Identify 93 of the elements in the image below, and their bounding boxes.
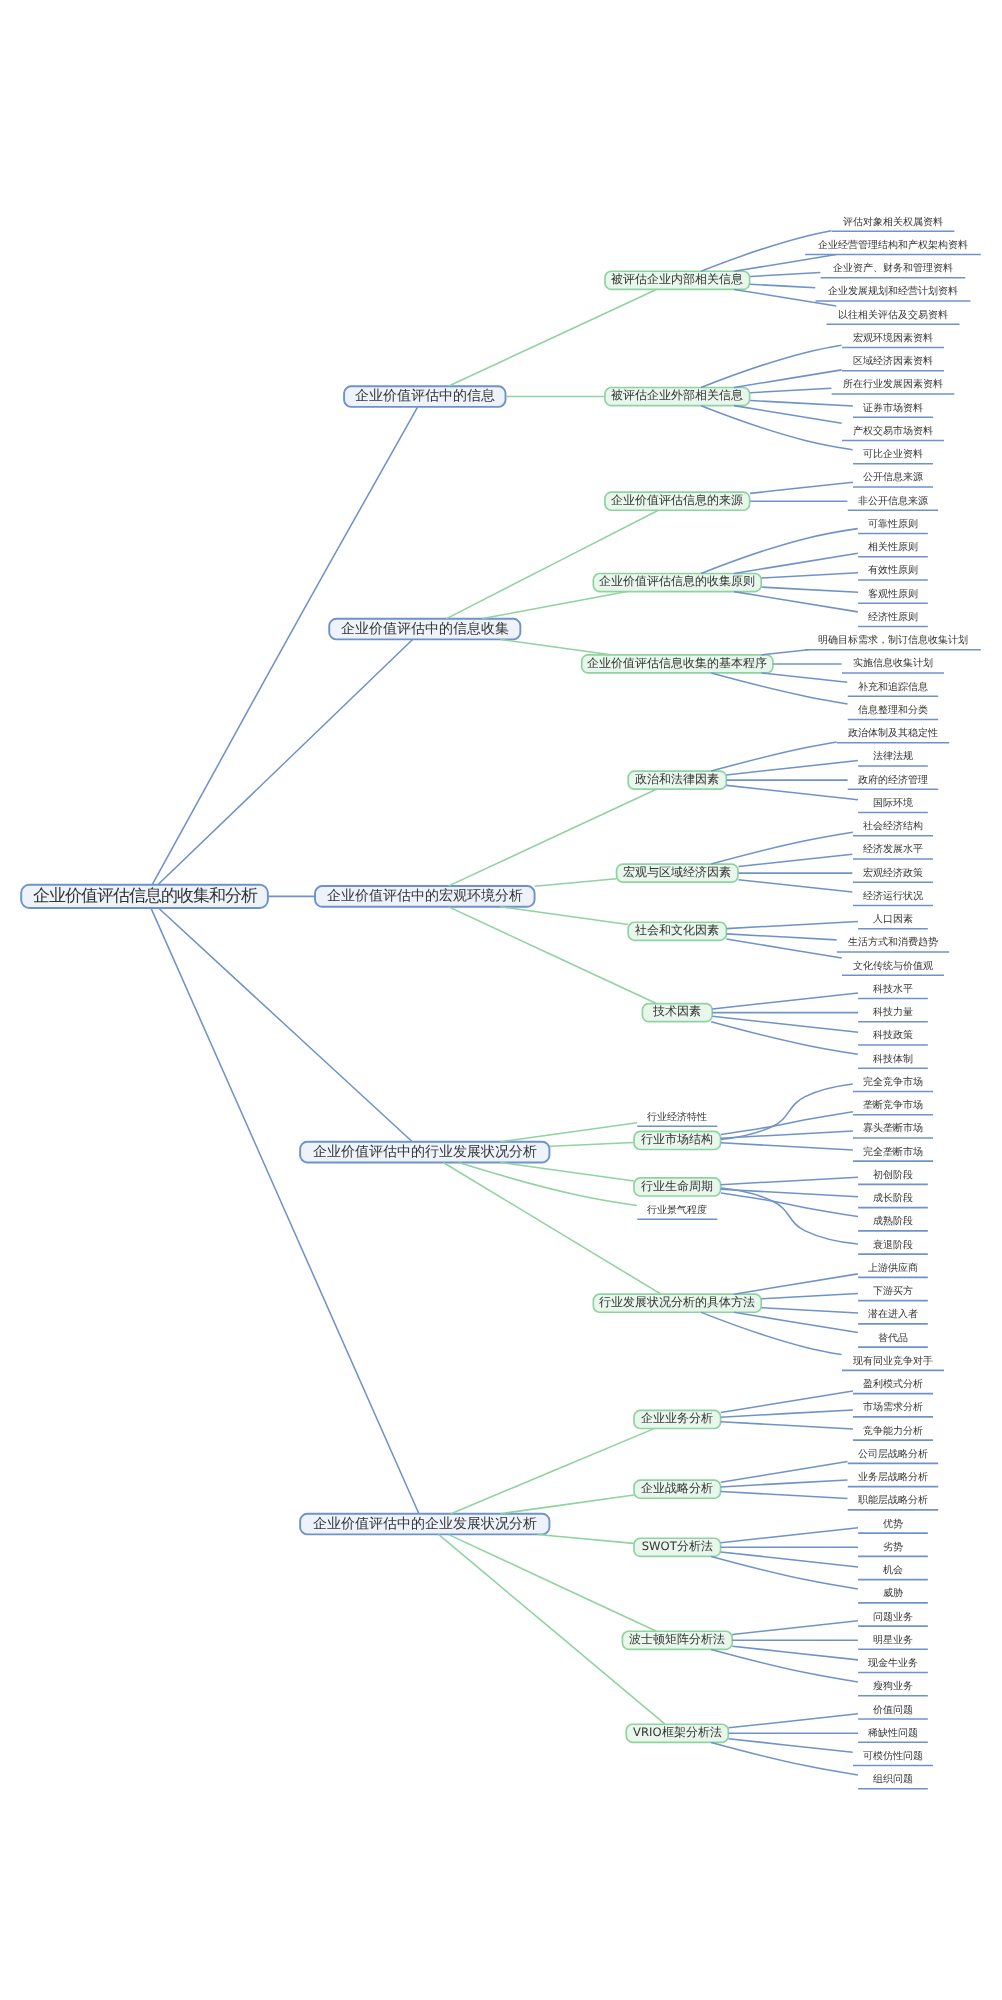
connector: [710, 1647, 859, 1682]
connector: [733, 252, 837, 272]
connector: [749, 499, 849, 501]
connector: [505, 394, 606, 397]
connector: [457, 1160, 638, 1206]
connector: [725, 937, 843, 958]
connector: [710, 830, 854, 864]
connector: [700, 228, 833, 271]
connector: [727, 1736, 854, 1753]
connector: [719, 1408, 854, 1417]
connector: [733, 589, 859, 612]
connector: [749, 282, 816, 288]
connector: [737, 871, 854, 873]
connector: [749, 480, 854, 494]
connector: [719, 1489, 849, 1499]
connector: [150, 906, 420, 1514]
connector: [499, 637, 612, 655]
connector: [719, 1187, 859, 1197]
connector: [725, 783, 859, 800]
connector: [481, 589, 629, 619]
connector: [437, 1532, 666, 1724]
connector: [719, 1389, 854, 1413]
connector: [710, 671, 849, 704]
connector: [760, 1305, 859, 1313]
connector: [711, 1010, 859, 1013]
connector: [499, 1493, 635, 1514]
connector: [737, 852, 854, 867]
connector: [720, 1109, 854, 1135]
connector: [772, 662, 843, 664]
connector: [725, 932, 838, 940]
connector: [719, 1129, 854, 1138]
connector: [450, 1426, 655, 1514]
connector: [733, 551, 859, 574]
connector: [760, 570, 859, 578]
connector: [727, 1711, 859, 1728]
connector: [447, 787, 658, 886]
connector: [725, 919, 859, 929]
connector: [725, 778, 849, 780]
connector: [719, 1525, 859, 1543]
connector: [548, 1140, 635, 1147]
connector: [442, 1160, 662, 1294]
connector: [700, 403, 854, 450]
connector: [447, 905, 658, 1004]
connector: [725, 758, 859, 775]
connector: [157, 637, 414, 885]
connector: [733, 1272, 859, 1294]
connector: [151, 405, 419, 885]
connector: [445, 508, 660, 619]
connector: [749, 398, 854, 406]
connector: [499, 1120, 638, 1142]
connector: [737, 877, 854, 892]
connector: [720, 1191, 859, 1217]
connector: [710, 1020, 859, 1055]
connector: [499, 905, 629, 925]
connector: [719, 1141, 854, 1150]
connector: [700, 343, 843, 388]
connector: [731, 1618, 859, 1635]
connector: [710, 740, 838, 771]
connector: [711, 991, 859, 1009]
connector: [499, 1160, 635, 1181]
connector: [710, 1554, 859, 1589]
connector: [760, 585, 859, 593]
node-box: 企业价值评估信息的收集和分析: [20, 882, 269, 908]
connector: [733, 403, 843, 424]
connector: [700, 526, 859, 574]
connector: [536, 1532, 635, 1544]
connector: [760, 671, 849, 683]
connector: [267, 894, 316, 897]
connector: [700, 1310, 843, 1355]
connector: [727, 1731, 859, 1734]
connector: [719, 1419, 854, 1429]
connector: [720, 1186, 859, 1244]
connector: [533, 876, 618, 887]
connector: [157, 906, 413, 1142]
connector: [710, 1740, 859, 1775]
connector: [731, 1638, 859, 1641]
connector: [447, 287, 658, 386]
connector: [731, 1644, 859, 1660]
connector: [719, 1550, 859, 1567]
connector: [719, 1545, 859, 1548]
connector: [447, 1532, 658, 1631]
connector: [719, 1459, 849, 1483]
connector: [760, 647, 810, 655]
connector: [733, 287, 837, 306]
connector: [760, 1291, 859, 1299]
connector: [749, 270, 822, 277]
connector: [733, 368, 843, 388]
connector: [719, 1478, 849, 1487]
connector: [711, 1014, 859, 1032]
connector: [720, 1082, 854, 1140]
connector: [749, 386, 833, 393]
connector: [733, 1310, 859, 1333]
connector: [719, 1175, 859, 1185]
